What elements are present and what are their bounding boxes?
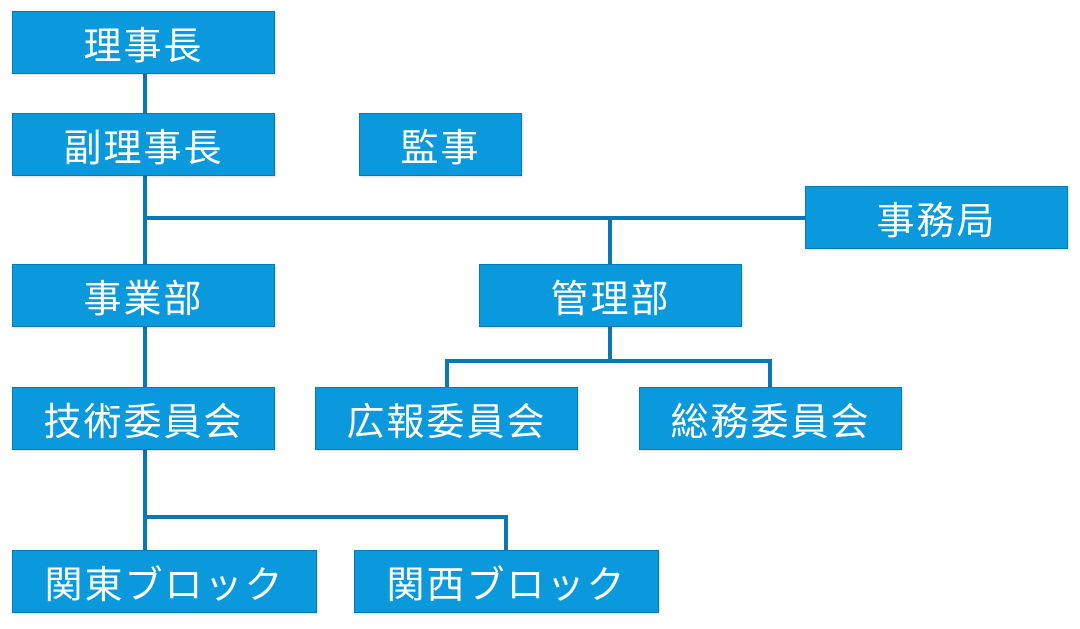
node-chairman-label: 理事長 xyxy=(83,24,204,68)
node-kansai-block-label: 関西ブロック xyxy=(386,563,627,607)
node-secretariat: 事務局 xyxy=(805,186,1068,249)
node-auditor-label: 監事 xyxy=(400,126,481,170)
node-admin-dept: 管理部 xyxy=(479,264,742,327)
node-kansai-block: 関西ブロック xyxy=(354,550,659,613)
node-general-affairs-committee-label: 総務委員会 xyxy=(670,400,871,444)
node-secretariat-label: 事務局 xyxy=(876,199,997,243)
node-admin-dept-label: 管理部 xyxy=(550,277,671,321)
node-pr-committee: 広報委員会 xyxy=(315,387,578,450)
node-kanto-block: 関東ブロック xyxy=(12,550,317,613)
node-tech-committee: 技術委員会 xyxy=(12,387,275,450)
node-business-dept: 事業部 xyxy=(12,264,275,327)
node-business-dept-label: 事業部 xyxy=(83,277,204,321)
node-auditor: 監事 xyxy=(359,113,522,176)
node-pr-committee-label: 広報委員会 xyxy=(346,400,547,444)
node-chairman: 理事長 xyxy=(12,11,275,74)
node-vice-chairman-label: 副理事長 xyxy=(63,126,224,170)
node-tech-committee-label: 技術委員会 xyxy=(43,400,244,444)
node-kanto-block-label: 関東ブロック xyxy=(44,563,285,607)
node-general-affairs-committee: 総務委員会 xyxy=(639,387,902,450)
node-vice-chairman: 副理事長 xyxy=(12,113,275,176)
